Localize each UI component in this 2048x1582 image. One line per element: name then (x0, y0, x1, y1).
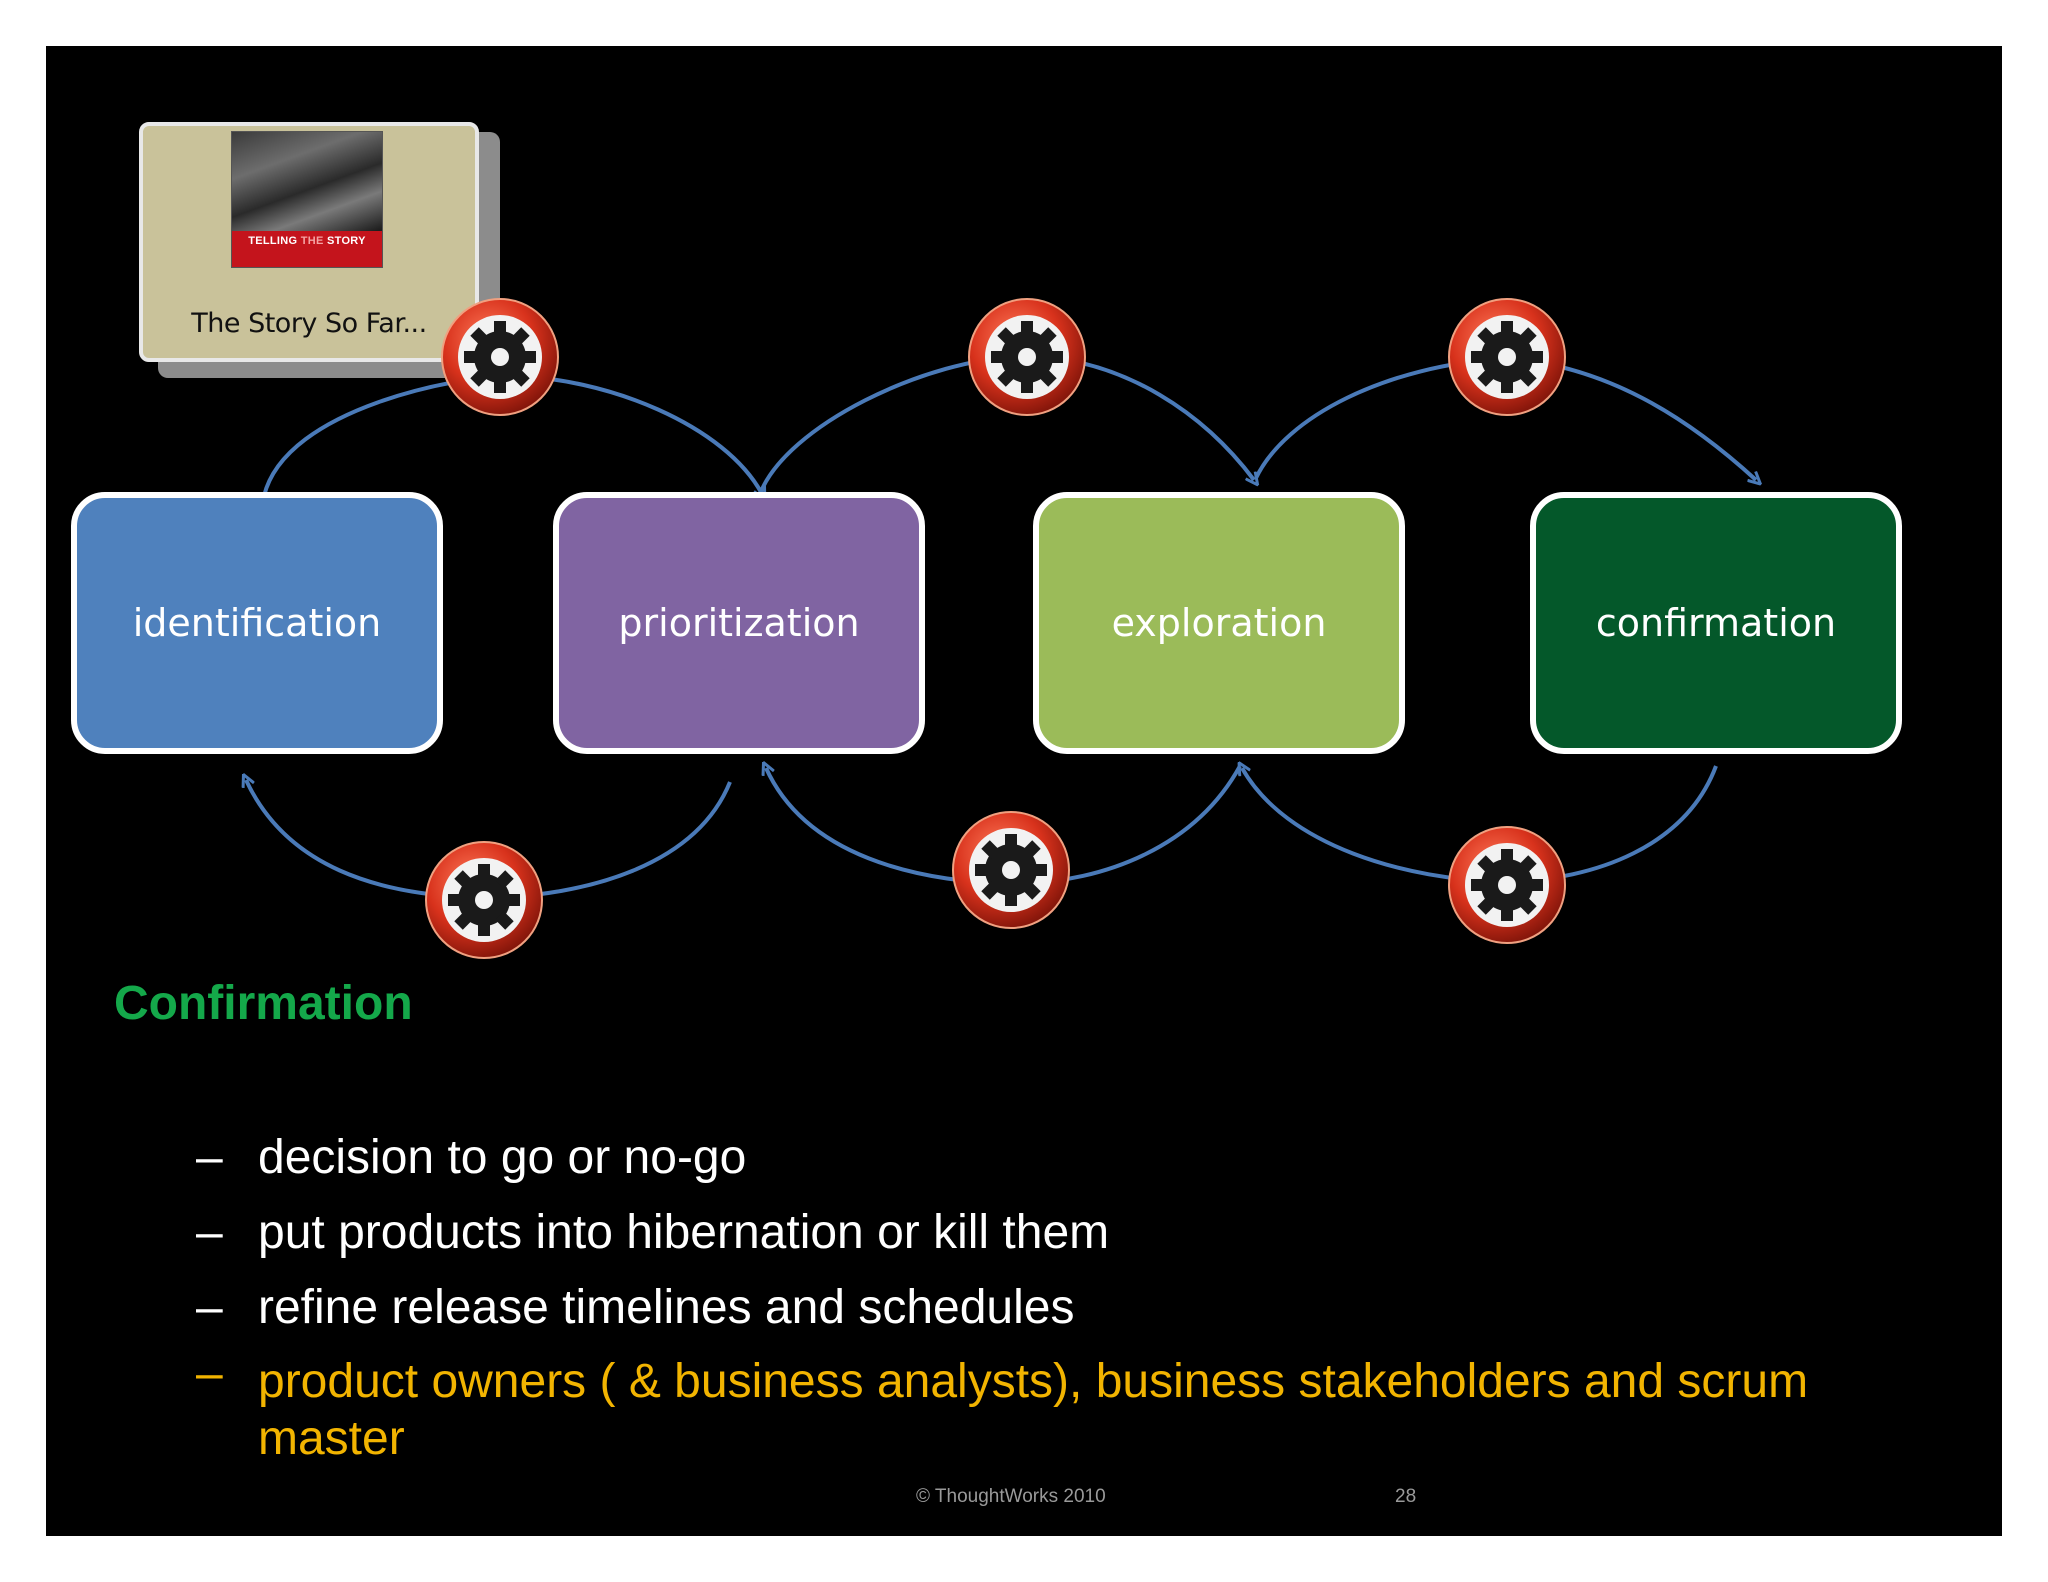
bullet-item: – decision to go or no-go (196, 1120, 1916, 1195)
book-title-part1: TELLING (248, 235, 301, 247)
bullet-dash: – (196, 1347, 223, 1400)
footer-copyright: © ThoughtWorks 2010 (916, 1486, 1106, 1507)
gear-icon (425, 841, 543, 959)
bullet-text: refine release timelines and schedules (258, 1281, 1075, 1334)
bullet-text: put products into hibernation or kill th… (258, 1206, 1110, 1259)
book-title-band: TELLING THE STORY (232, 231, 382, 267)
book-title-part2: THE (300, 235, 324, 247)
book-title-part3: STORY (323, 235, 366, 247)
gear-icon (441, 298, 559, 416)
stage-exploration: exploration (1033, 492, 1405, 754)
stage-label-prioritization: prioritization (618, 601, 860, 645)
stage-prioritization: prioritization (553, 492, 925, 754)
bullet-dash: – (196, 1281, 223, 1334)
bullet-item: – refine release timelines and schedules (196, 1270, 1916, 1345)
gear-icon (952, 811, 1070, 929)
stage-label-exploration: exploration (1111, 601, 1327, 645)
bullet-dash: – (196, 1206, 223, 1259)
section-title: Confirmation (114, 977, 413, 1030)
stage-confirmation: confirmation (1530, 492, 1902, 754)
bullet-item-highlight: – product owners ( & business analysts),… (196, 1345, 1916, 1467)
book-cover-image: TELLING THE STORY (231, 131, 383, 268)
bullet-dash: – (196, 1131, 223, 1184)
bullet-text: product owners ( & business analysts), b… (258, 1355, 1809, 1465)
gear-icon (1448, 298, 1566, 416)
bullet-text: decision to go or no-go (258, 1131, 747, 1184)
story-card-caption: The Story So Far... (191, 308, 427, 339)
footer-page-number: 28 (1395, 1486, 1417, 1507)
bullet-item: – put products into hibernation or kill … (196, 1195, 1916, 1270)
story-card: TELLING THE STORY The Story So Far... (139, 122, 479, 362)
bullet-list: – decision to go or no-go – put products… (196, 1120, 1916, 1467)
slide: TELLING THE STORY The Story So Far... id… (46, 46, 2002, 1536)
stage-identification: identification (71, 492, 443, 754)
gear-icon (968, 298, 1086, 416)
stage-label-identification: identification (132, 601, 382, 645)
stage-label-confirmation: confirmation (1595, 601, 1837, 645)
gear-icon (1448, 826, 1566, 944)
